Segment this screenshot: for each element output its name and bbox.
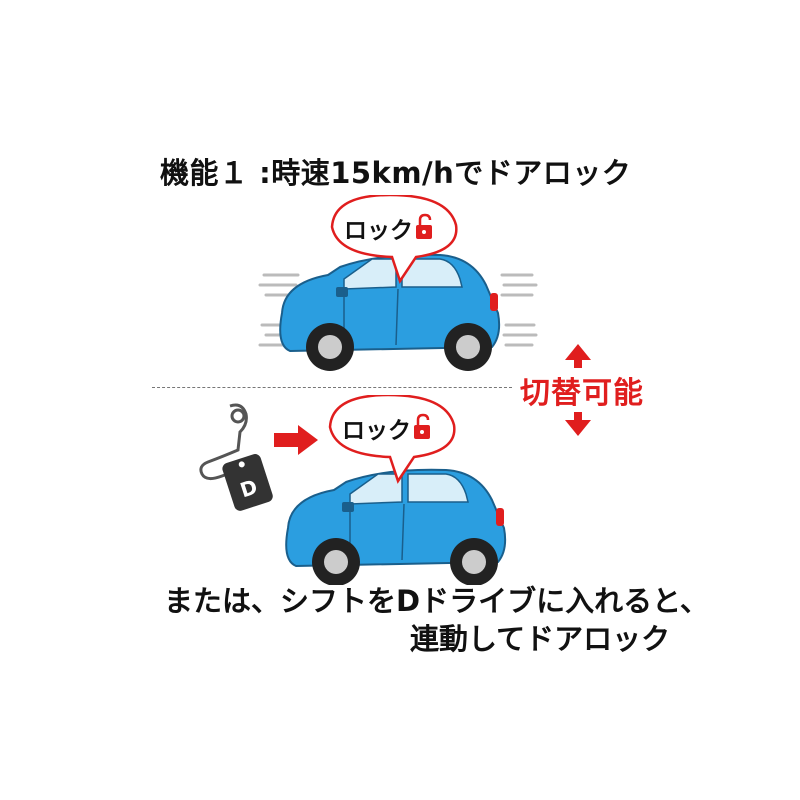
bottom-bubble-label: ロック	[342, 418, 411, 444]
unlock-padlock-icon	[416, 213, 432, 239]
shift-key-icon: D	[199, 403, 273, 511]
bottom-text-line2: 連動してドアロック	[410, 622, 671, 656]
bottom-text-line1: または、シフトをDドライブに入れると、	[164, 584, 709, 618]
bottom-car-scene: ロック	[285, 395, 507, 585]
bottom-lock-bubble: ロック	[328, 395, 456, 484]
key-tag-letter: D	[237, 474, 260, 502]
red-arrow-icon	[274, 425, 318, 455]
feature-title: 機能１ :時速15km/hでドアロック	[160, 156, 632, 190]
top-car-scene: ロック	[258, 195, 538, 371]
scene-divider	[152, 387, 512, 388]
car-top	[279, 253, 501, 371]
switchable-label: 切替可能	[520, 376, 644, 411]
car-bottom	[285, 468, 507, 585]
unlock-padlock-icon	[414, 413, 430, 439]
double-arrow-icon	[565, 344, 591, 436]
speed-lines-left	[258, 273, 300, 347]
speed-lines-right	[500, 273, 538, 347]
key-tag: D	[222, 454, 273, 511]
top-lock-bubble: ロック	[330, 195, 458, 284]
top-bubble-label: ロック	[344, 218, 413, 244]
